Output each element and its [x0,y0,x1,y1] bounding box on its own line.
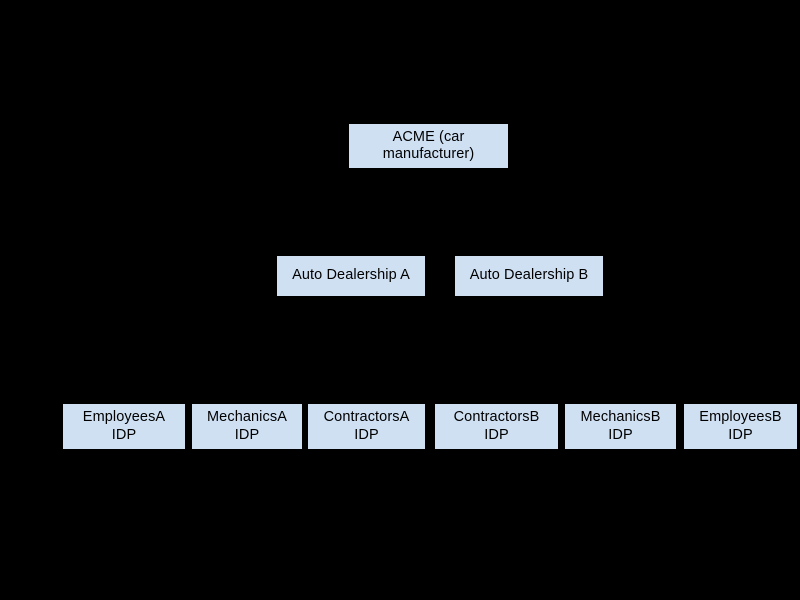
node-mechanicsa-idp-label: MechanicsA IDP [207,409,287,443]
connector-dealership-b-to-employeesb-idp [529,296,530,350]
node-auto-dealership-b[interactable]: Auto Dealership B [455,256,603,296]
connector-dealership-a-to-employeesa-idp [124,350,351,351]
node-acme[interactable]: ACME (car manufacturer) [349,124,508,168]
node-employeesa-idp[interactable]: EmployeesA IDP [63,404,185,449]
connector-dealership-b-to-contractorsb-idp [496,350,529,351]
node-contractorsa-idp[interactable]: ContractorsA IDP [308,404,425,449]
connector-dealership-b-to-contractorsb-idp [496,350,498,404]
node-auto-dealership-a[interactable]: Auto Dealership A [277,256,425,296]
connector-acme-to-dealership-b [428,212,529,213]
connector-dealership-a-to-mechanicsa-idp [247,350,248,404]
connector-dealership-a-to-contractorsa-idp [351,350,367,351]
node-mechanicsb-idp[interactable]: MechanicsB IDP [565,404,676,449]
node-auto-dealership-a-label: Auto Dealership A [292,267,410,284]
node-employeesa-idp-label: EmployeesA IDP [82,409,166,443]
node-auto-dealership-b-label: Auto Dealership B [469,267,589,284]
node-employeesb-idp-label: EmployeesB IDP [699,409,782,443]
node-contractorsa-idp-label: ContractorsA IDP [323,409,410,443]
node-mechanicsa-idp[interactable]: MechanicsA IDP [192,404,302,449]
connector-dealership-b-to-employeesb-idp [529,350,741,351]
connector-dealership-a-to-mechanicsa-idp [247,350,351,351]
node-acme-label: ACME (car manufacturer) [382,128,475,162]
connector-dealership-a-to-contractorsa-idp [351,296,352,350]
connector-dealership-a-to-employeesa-idp [124,350,125,404]
node-contractorsb-idp[interactable]: ContractorsB IDP [435,404,558,449]
connector-dealership-b-to-employeesb-idp [740,350,742,404]
connector-dealership-a-to-contractorsa-idp [366,350,368,404]
connector-acme-to-dealership-b [529,212,530,256]
connector-acme-to-dealership-b [428,168,430,212]
connector-acme-to-dealership-a [351,212,429,213]
node-contractorsb-idp-label: ContractorsB IDP [453,409,540,443]
node-mechanicsb-idp-label: MechanicsB IDP [580,409,661,443]
connector-dealership-b-to-mechanicsb-idp [620,350,622,404]
node-employeesb-idp[interactable]: EmployeesB IDP [684,404,797,449]
connector-acme-to-dealership-a [351,212,352,256]
